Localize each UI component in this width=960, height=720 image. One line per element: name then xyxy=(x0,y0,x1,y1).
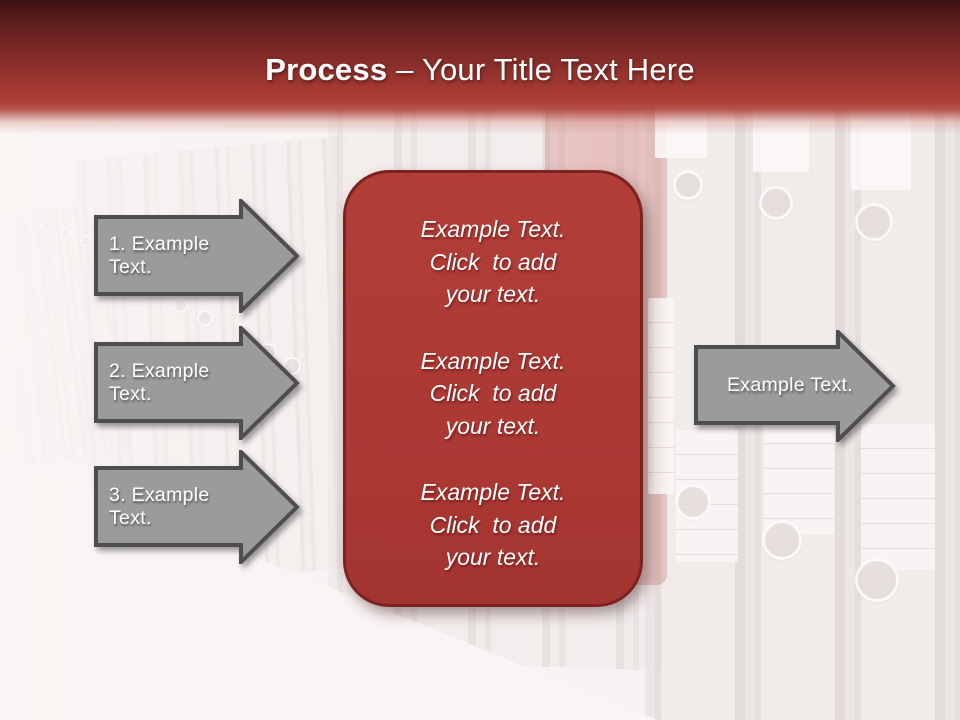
title-emphasis: Process xyxy=(265,52,388,87)
arrow-label: 1. Example Text. xyxy=(109,232,210,278)
arrow-label: Example Text. xyxy=(726,373,853,396)
process-arrow-2[interactable]: 2. Example Text. xyxy=(94,326,300,440)
process-arrow-3[interactable]: 3. Example Text. xyxy=(94,450,300,564)
arrow-label: 2. Example Text. xyxy=(109,359,210,405)
page-title: Process– Your Title Text Here xyxy=(0,52,960,88)
text-block-3[interactable]: Example Text. Click to add your text. xyxy=(420,479,566,571)
center-text-panel[interactable]: Example Text. Click to add your text. Ex… xyxy=(343,170,643,607)
arrow-right-icon xyxy=(694,330,896,442)
arrow-label: 3. Example Text. xyxy=(109,483,210,529)
arrow-right-icon xyxy=(94,326,300,440)
header-band xyxy=(0,0,960,134)
output-arrow[interactable]: Example Text. xyxy=(694,330,896,442)
arrow-right-icon xyxy=(94,199,300,313)
text-block-1[interactable]: Example Text. Click to add your text. xyxy=(420,216,566,308)
arrow-right-icon xyxy=(94,450,300,564)
process-arrow-1[interactable]: 1. Example Text. xyxy=(94,199,300,313)
text-block-2[interactable]: Example Text. Click to add your text. xyxy=(420,347,566,439)
title-subtitle: – Your Title Text Here xyxy=(396,52,695,87)
